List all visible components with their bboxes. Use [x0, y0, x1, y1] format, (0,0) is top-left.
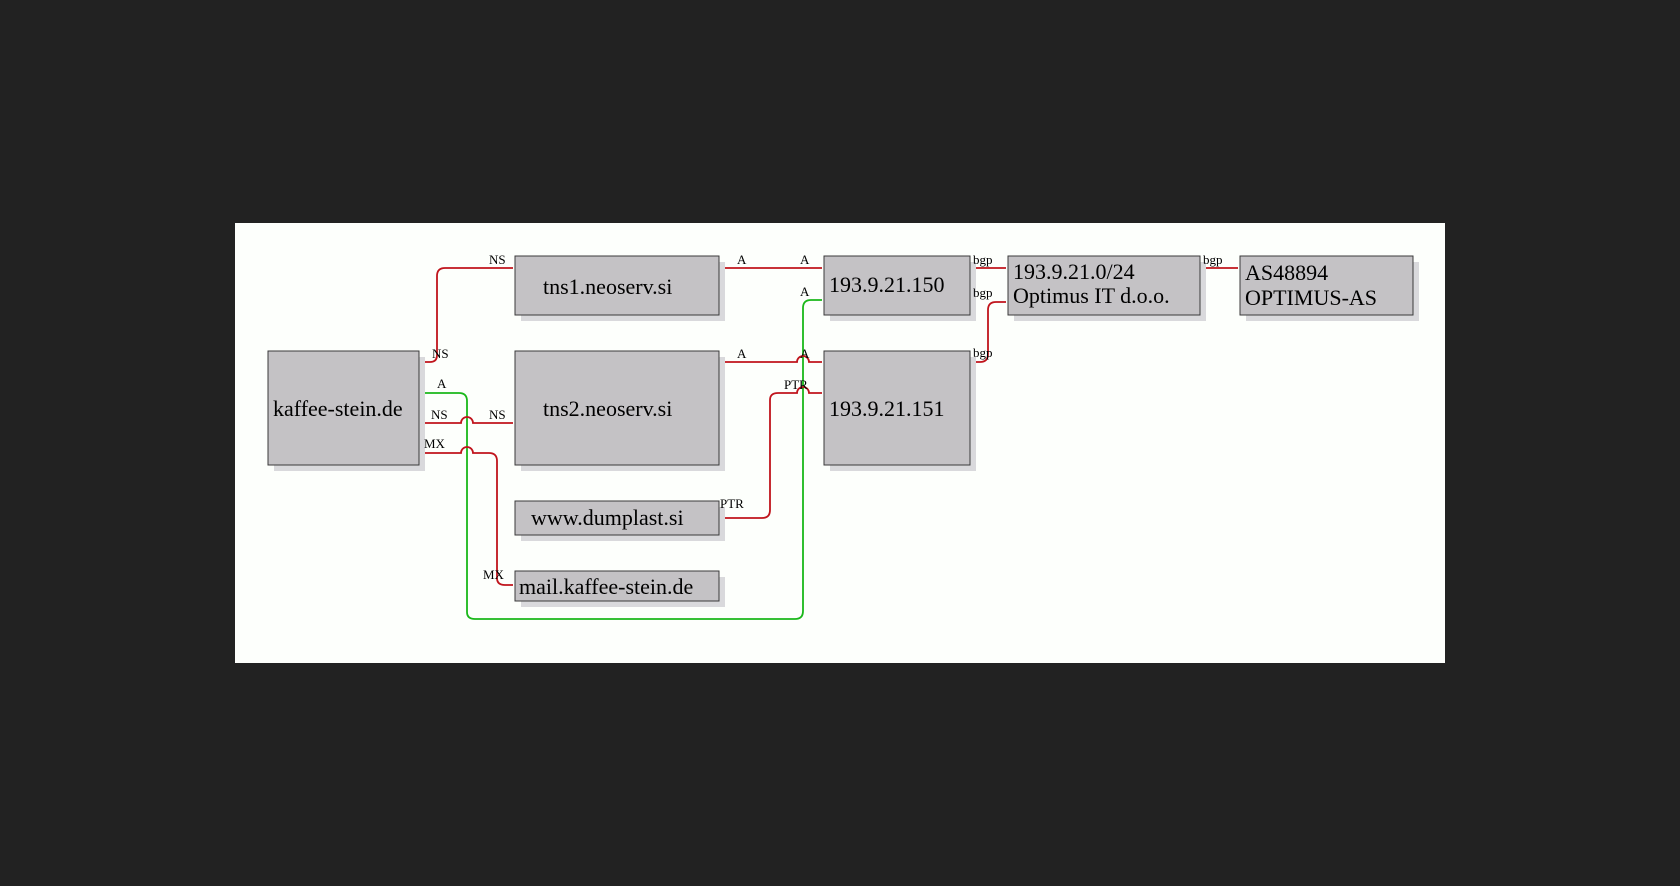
- edge-dumplast-ptr-ip151: [721, 386, 822, 519]
- edges-layer: [422, 267, 1238, 620]
- edge-label-kaffee-mx-mail-1: MX: [483, 567, 505, 582]
- edge-label-subnet-bgp-asn-0: bgp: [1203, 252, 1223, 267]
- node-kaffee[interactable]: kaffee-stein.de: [267, 350, 425, 471]
- node-mail[interactable]: mail.kaffee-stein.de: [514, 570, 725, 607]
- node-label: 193.9.21.0/24: [1013, 259, 1135, 284]
- node-dumplast[interactable]: www.dumplast.si: [514, 500, 725, 541]
- edge-label-kaffee-a-ip150-0: A: [437, 376, 447, 391]
- node-label: 193.9.21.151: [829, 396, 945, 421]
- node-box: [514, 500, 720, 536]
- node-label: tns2.neoserv.si: [543, 396, 672, 421]
- node-box: [514, 350, 720, 466]
- node-label: www.dumplast.si: [531, 505, 684, 530]
- node-tns2[interactable]: tns2.neoserv.si: [514, 350, 725, 471]
- edge-label-dumplast-ptr-ip151-1: PTR: [784, 377, 808, 392]
- node-label: AS48894: [1245, 260, 1328, 285]
- edge-label-kaffee-ns-tns2-1: NS: [489, 407, 506, 422]
- edge-kaffee-ns-tns1: [422, 267, 513, 363]
- node-box: [514, 255, 720, 316]
- edge-label-ip151-bgp-subnet-0: bgp: [973, 345, 993, 360]
- node-label: Optimus IT d.o.o.: [1013, 283, 1170, 308]
- edge-label-kaffee-mx-mail-0: MX: [424, 436, 446, 451]
- node-label: tns1.neoserv.si: [543, 274, 672, 299]
- edge-label-kaffee-ns-tns1-1: NS: [489, 252, 506, 267]
- edge-tns2-a-ip151: [721, 355, 822, 363]
- node-label: mail.kaffee-stein.de: [519, 574, 693, 599]
- edge-label-ip151-bgp-subnet-1: bgp: [973, 285, 993, 300]
- node-box: [267, 350, 420, 466]
- nodes-layer: kaffee-stein.de tns1.neoserv.si tns2.neose…: [267, 255, 1419, 607]
- node-box: [823, 255, 971, 316]
- node-box: [823, 350, 971, 466]
- edge-ip151-bgp-subnet: [972, 301, 1006, 363]
- edge-label-kaffee-ns-tns2-0: NS: [431, 407, 448, 422]
- node-tns1[interactable]: tns1.neoserv.si: [514, 255, 725, 321]
- edge-label-kaffee-a-ip150-1: A: [800, 284, 810, 299]
- edge-label-tns1-a-ip150-0: A: [737, 252, 747, 267]
- edge-label-tns1-a-ip150-1: A: [800, 252, 810, 267]
- node-box: [1239, 255, 1414, 316]
- node-box: [514, 570, 720, 602]
- edge-label-kaffee-ns-tns1-0: NS: [432, 346, 449, 361]
- node-ip151[interactable]: 193.9.21.151: [823, 350, 976, 471]
- edge-label-tns2-a-ip151-1: A: [800, 346, 810, 361]
- node-label: kaffee-stein.de: [273, 396, 403, 421]
- edge-label-dumplast-ptr-ip151-0: PTR: [720, 496, 744, 511]
- edge-label-ip150-bgp-subnet-0: bgp: [973, 252, 993, 267]
- node-label: OPTIMUS-AS: [1245, 285, 1377, 310]
- edge-kaffee-a-ip150: [422, 299, 822, 620]
- node-box: [1007, 255, 1201, 316]
- node-label: 193.9.21.150: [829, 272, 945, 297]
- edge-kaffee-ns-tns2: [422, 416, 513, 424]
- edge-labels-layer: NS NS A A NS NS MX MX A A A A PTR PTR bgp bgp bgp bgp: [424, 252, 1223, 582]
- node-ip150[interactable]: 193.9.21.150: [823, 255, 976, 321]
- edge-label-tns2-a-ip151-0: A: [737, 346, 747, 361]
- edge-kaffee-mx-mail: [422, 446, 513, 586]
